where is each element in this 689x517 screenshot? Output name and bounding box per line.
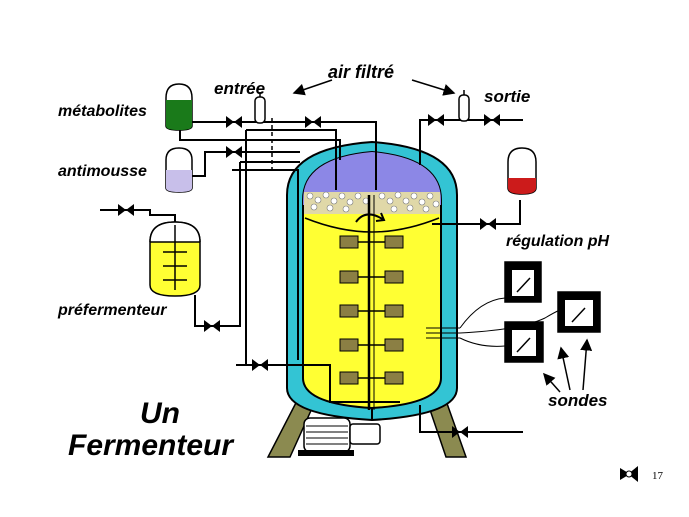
antimousse-line xyxy=(190,151,300,177)
sondes-arrow-3 xyxy=(580,338,593,391)
air-inlet-line xyxy=(246,129,337,190)
drain-line xyxy=(419,405,523,433)
title-line-2: Fermenteur xyxy=(68,429,235,462)
air-arrow-left xyxy=(292,79,333,96)
filter-icon xyxy=(458,90,470,122)
valve-icon xyxy=(118,204,134,216)
page-number: 17 xyxy=(652,470,664,482)
prefermenteur-line xyxy=(194,162,241,327)
label-regulation-ph: régulation pH xyxy=(506,233,610,250)
sensor-probes xyxy=(426,297,561,347)
label-antimousse: antimousse xyxy=(58,163,147,180)
feed-line-3 xyxy=(232,169,299,360)
valve-icon xyxy=(484,114,500,126)
valve-icon xyxy=(452,426,468,438)
bottom-inlet-line xyxy=(236,364,400,403)
label-metabolites: métabolites xyxy=(58,103,147,120)
stirrer-icon xyxy=(339,195,404,410)
valve-icon xyxy=(226,146,242,158)
label-sortie: sortie xyxy=(484,87,530,106)
headspace xyxy=(303,152,441,205)
ph-line xyxy=(432,200,521,225)
metabolites-tank xyxy=(165,83,193,131)
title-line-1: Un xyxy=(140,397,180,430)
motor-icon xyxy=(298,408,381,456)
gauge-icon xyxy=(504,321,544,363)
label-air-filtre: air filtré xyxy=(328,62,394,82)
sondes-arrow-2 xyxy=(557,346,571,391)
prefermenteur-tank xyxy=(149,221,201,297)
liquid-surface xyxy=(304,217,440,233)
metabolites-line xyxy=(179,122,341,160)
gauge-icon xyxy=(504,261,542,303)
valve-icon xyxy=(252,359,268,371)
ph-tank xyxy=(507,147,537,195)
filter-icon xyxy=(254,92,266,124)
foam-layer xyxy=(304,191,440,214)
label-sondes: sondes xyxy=(548,391,608,410)
antimousse-tank xyxy=(165,147,193,193)
sondes-arrow-1 xyxy=(543,372,561,393)
air-arrow-right xyxy=(411,79,456,96)
label-entree: entrée xyxy=(214,79,265,98)
label-prefermenteur: préfermenteur xyxy=(57,302,167,319)
valve-icon xyxy=(305,116,321,128)
valve-icon xyxy=(226,116,242,128)
valve-icon xyxy=(428,114,444,126)
valve-icon xyxy=(204,320,220,332)
gauge-icon xyxy=(557,291,601,333)
logo-icon xyxy=(620,466,638,482)
valve-icon xyxy=(480,218,496,230)
